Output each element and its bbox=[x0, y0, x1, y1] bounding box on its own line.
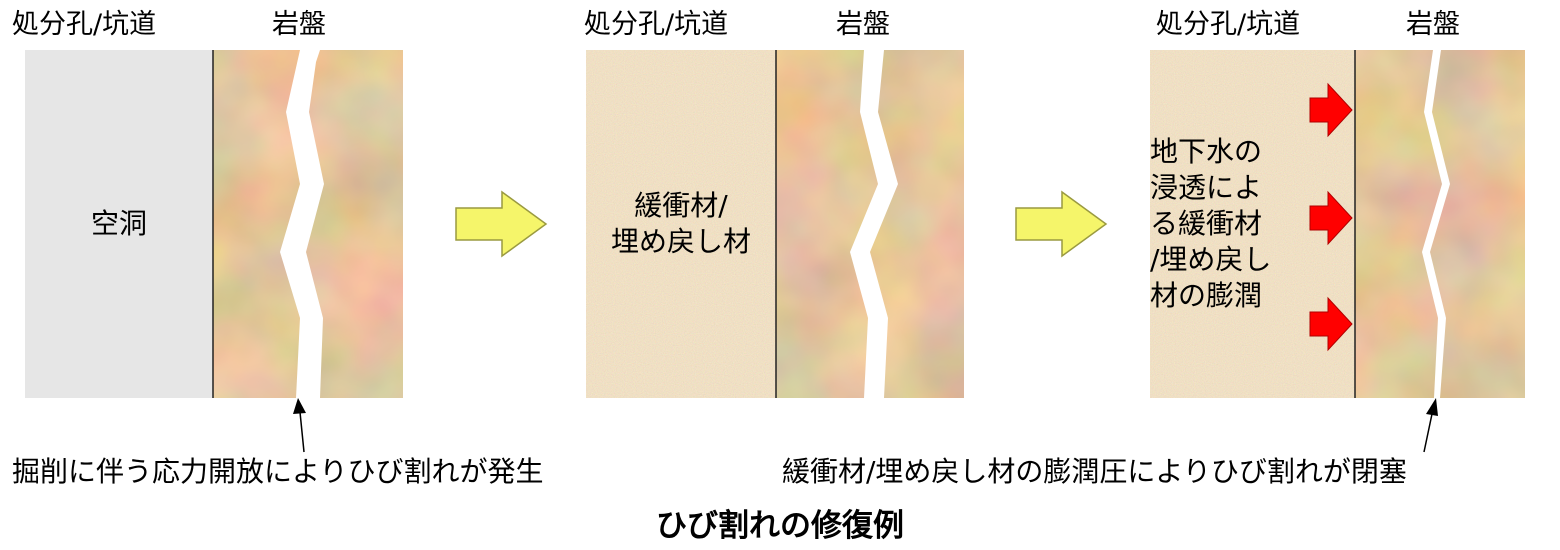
pressure-arrow bbox=[1309, 190, 1353, 246]
void-region bbox=[25, 50, 213, 398]
crack-pointer-left bbox=[293, 398, 306, 453]
pressure-arrow bbox=[1309, 296, 1353, 352]
swelling-text: 地下水の 浸透によ る緩衝材 /埋め戻し 材の膨潤 bbox=[1150, 134, 1300, 314]
process-arrow bbox=[1015, 190, 1108, 258]
buffer-text: 緩衝材/ 埋め戻し材 bbox=[586, 188, 776, 260]
panel-3 bbox=[1150, 50, 1525, 398]
panel-2 bbox=[586, 50, 964, 398]
crack bbox=[280, 50, 324, 398]
buffer-text-line: 埋め戻し材 bbox=[610, 225, 751, 258]
crack-pointer-right bbox=[1423, 398, 1438, 453]
hole-label: 処分孔/坑道 bbox=[12, 9, 157, 40]
swelling-text-line: 材の膨潤 bbox=[1150, 279, 1263, 312]
swelling-text-line: 地下水の bbox=[1150, 135, 1263, 168]
caption-right: 緩衝材/埋め戻し材の膨潤圧によりひび割れが閉塞 bbox=[782, 455, 1407, 488]
rock-label: 岩盤 bbox=[272, 9, 326, 40]
pressure-arrow bbox=[1309, 82, 1353, 138]
hole-label: 処分孔/坑道 bbox=[1156, 9, 1301, 40]
crack bbox=[1422, 50, 1450, 398]
panel-1 bbox=[25, 50, 403, 398]
void-text: 空洞 bbox=[90, 207, 147, 240]
swelling-text-line: る緩衝材 bbox=[1150, 207, 1263, 240]
buffer-region bbox=[586, 50, 776, 398]
swelling-text-line: 浸透によ bbox=[1150, 171, 1263, 204]
rock-label: 岩盤 bbox=[1406, 9, 1460, 40]
rock-label: 岩盤 bbox=[836, 9, 890, 40]
hole-label: 処分孔/坑道 bbox=[584, 9, 729, 40]
caption-left: 掘削に伴う応力開放によりひび割れが発生 bbox=[12, 455, 544, 488]
buffer-text-line: 緩衝材/ bbox=[634, 189, 728, 222]
crack bbox=[850, 50, 898, 398]
swelling-text-line: /埋め戻し bbox=[1150, 243, 1272, 276]
process-arrow bbox=[455, 190, 548, 258]
figure-title: ひび割れの修復例 bbox=[656, 508, 904, 544]
